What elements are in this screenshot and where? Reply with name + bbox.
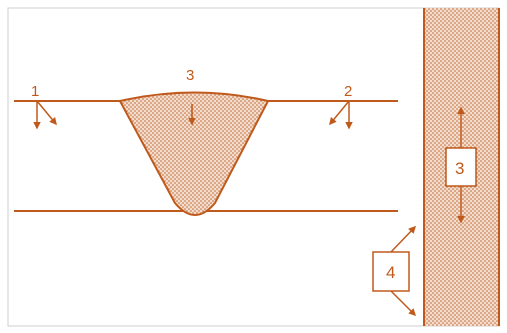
- arrow-icon: [329, 100, 350, 126]
- plate-label-box: [445, 147, 477, 187]
- label-top-center: 3: [186, 67, 194, 84]
- arrow-icon: [390, 290, 417, 317]
- plate-label-text: 3: [455, 159, 464, 178]
- arrow-icon: [390, 225, 417, 253]
- lower-label-text: 4: [386, 263, 395, 282]
- weld-bead: [118, 91, 270, 216]
- label-right-point: 2: [344, 83, 352, 100]
- lower-label-box: [372, 251, 410, 292]
- arrow-icon: [36, 100, 57, 126]
- label-left-point: 1: [31, 83, 39, 100]
